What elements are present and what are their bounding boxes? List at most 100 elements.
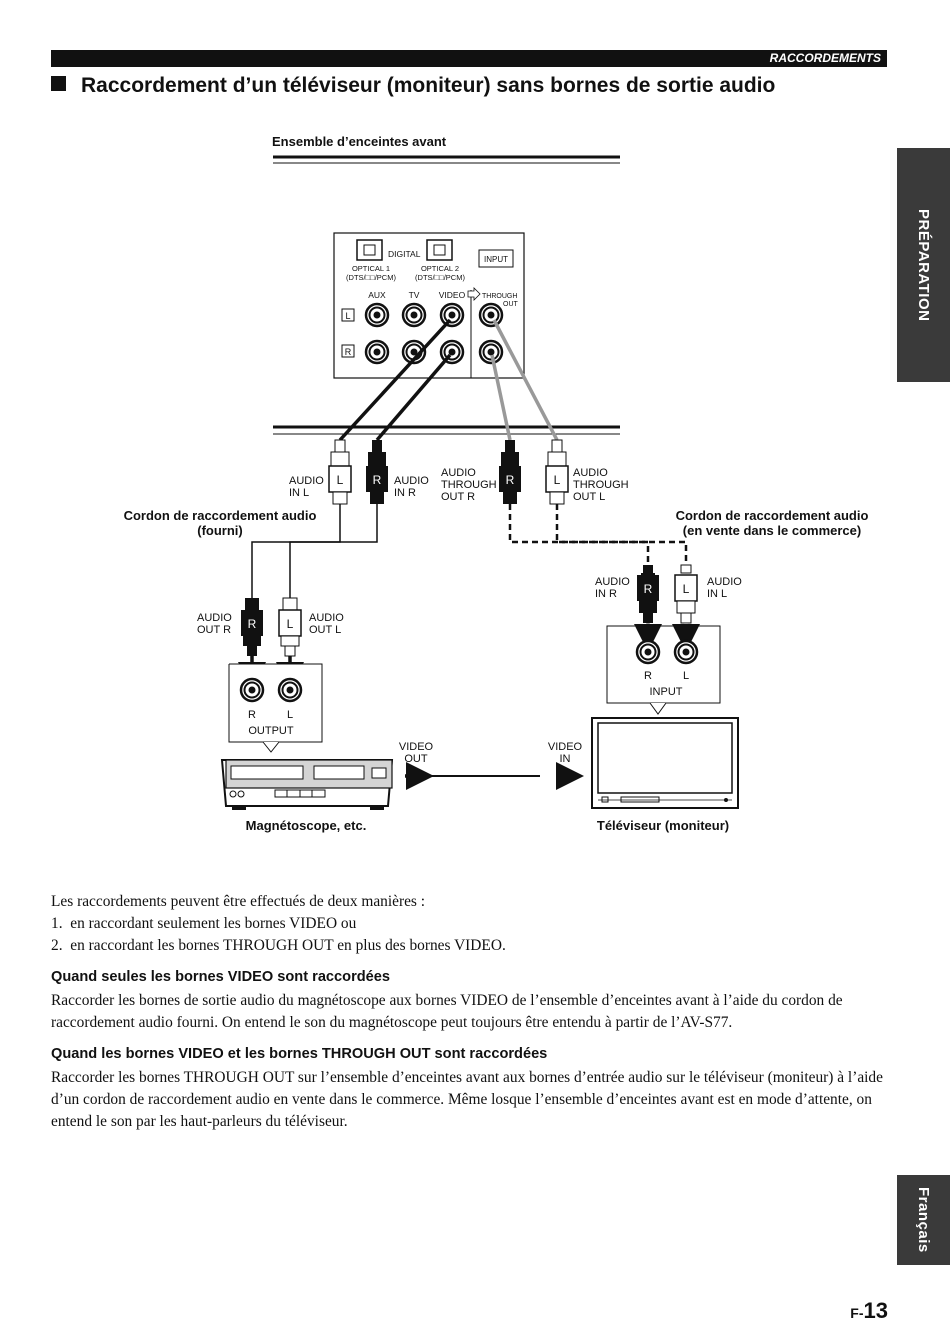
svg-text:R: R [248,617,257,631]
tv-l-jack [401,302,427,328]
section-2-text: Raccorder les bornes THROUGH OUT sur l’e… [51,1067,893,1133]
tv-r-jack [635,639,661,665]
vcr-device [220,759,394,810]
vcr-output-label: OUTPUT [248,725,294,737]
cord-commercial-label-2: (en vente dans le commerce) [683,523,861,538]
cable-through-r [490,354,512,441]
video-l-jack [439,302,465,328]
video-out-label-1: VIDEO [399,741,434,753]
aux-l-jack [364,302,390,328]
cable-video-r [375,353,452,442]
plug-audio-in-l: L [328,439,352,505]
optical-2-port-inner [433,244,446,256]
optical-2-label: OPTICAL 2 [421,264,459,273]
plug-tv-in-l: L [674,564,698,624]
aux-r-jack [364,339,390,365]
label-vcr-out-r-1: AUDIO [197,612,232,624]
page-title-text: Raccordement d’un téléviseur (moniteur) … [81,74,776,97]
side-tab-language: Français [897,1175,950,1265]
svg-text:L: L [337,473,344,487]
svg-text:R: R [506,473,515,487]
page-number-value: 13 [863,1298,888,1323]
wire-commercial-r [508,504,650,565]
through-r-jack [478,339,504,365]
video-out-label-2: OUT [404,753,428,765]
page-number-prefix: F- [850,1305,864,1321]
side-tab-preparation-label: PRÉPARATION [915,208,932,322]
label-tv-in-l-2: IN L [707,588,727,600]
label-tv-in-r-2: IN R [595,588,617,600]
cable-video-l [338,318,452,442]
svg-text:R: R [644,582,653,596]
video-in-label-1: VIDEO [548,741,583,753]
front-speaker-label: Ensemble d’enceintes avant [272,134,447,149]
label-tv-in-l-1: AUDIO [707,576,742,588]
label-audio-in-l-1: AUDIO [289,475,324,487]
cable-through-l [492,319,559,441]
digital-label: DIGITAL [388,249,421,259]
label-through-l-1: AUDIO [573,467,608,479]
label-vcr-out-r-2: OUT R [197,624,231,636]
vcr-r-jack [239,677,265,703]
optical-1-label: OPTICAL 1 [352,264,390,273]
plug-through-out-l: L [545,439,569,505]
vcr-caption: Magnétoscope, etc. [246,818,367,833]
label-through-l-2: THROUGH [573,479,629,491]
tv-label: TV [409,290,420,300]
section-2-title: Quand les bornes VIDEO et les bornes THR… [51,1046,548,1062]
section-1-paragraph: Raccorder les bornes de sortie audio du … [51,992,843,1031]
label-vcr-out-l-2: OUT L [309,624,341,636]
label-through-l-3: OUT L [573,491,605,503]
tv-l-jack [673,639,699,665]
label-vcr-out-l-1: AUDIO [309,612,344,624]
section-header-bar: RACCORDEMENTS [51,50,887,67]
through-l-jack [478,302,504,328]
panel-l-label: L [345,311,350,321]
optical-1-port-inner [363,244,376,256]
label-through-r-3: OUT R [441,491,475,503]
optical-2-format: (DTS/□□/PCM) [415,273,465,282]
video-arrow-icon [467,287,481,301]
intro-block: Les raccordements peuvent être effectués… [51,891,893,957]
tv-l-label: L [683,670,689,682]
label-through-r-2: THROUGH [441,479,497,491]
section-1-title: Quand seules les bornes VIDEO sont racco… [51,969,391,985]
tv-input-label: INPUT [650,686,683,698]
svg-text:L: L [554,473,561,487]
section-1-text: Raccorder les bornes de sortie audio du … [51,990,893,1034]
tv-r-label: R [644,670,652,682]
label-through-r-1: AUDIO [441,467,476,479]
label-tv-in-r-1: AUDIO [595,576,630,588]
label-audio-in-r-1: AUDIO [394,475,429,487]
section-header-label: RACCORDEMENTS [769,51,881,65]
plug-through-out-r: R [499,440,521,504]
plug-vcr-out-l: L [278,597,302,657]
vcr-r-label: R [248,709,256,721]
vcr-l-label: L [287,709,293,721]
section-2-paragraph: Raccorder les bornes THROUGH OUT sur l’e… [51,1069,883,1130]
l-box [341,308,355,322]
connection-diagram: Ensemble d’enceintes avant DIGITAL OPTIC… [124,134,869,833]
wire-supplied-r [251,504,378,598]
label-audio-in-r-2: IN R [394,487,416,499]
label-audio-in-l-2: IN L [289,487,309,499]
r-box [341,344,355,358]
out-label: OUT [503,301,519,308]
plug-audio-in-r: R [366,440,388,504]
plug-tv-in-r: R [637,565,659,623]
vcr-l-jack [277,677,303,703]
svg-text:R: R [373,473,382,487]
page-title: Raccordement d’un téléviseur (moniteur) … [51,72,891,100]
list-item-2: 2. en raccordant les bornes THROUGH OUT … [51,937,506,954]
wire-commercial-l [555,504,688,565]
tv-device [591,717,739,809]
svg-text:L: L [683,582,690,596]
input-box [478,249,514,268]
video-in-label-2: IN [560,753,571,765]
cord-supplied-label-1: Cordon de raccordement audio [124,508,317,523]
svg-text:L: L [287,617,294,631]
through-label: THROUGH [482,293,517,300]
cord-supplied-label-2: (fourni) [197,523,242,538]
video-label: VIDEO [439,290,466,300]
input-label: INPUT [484,255,508,264]
